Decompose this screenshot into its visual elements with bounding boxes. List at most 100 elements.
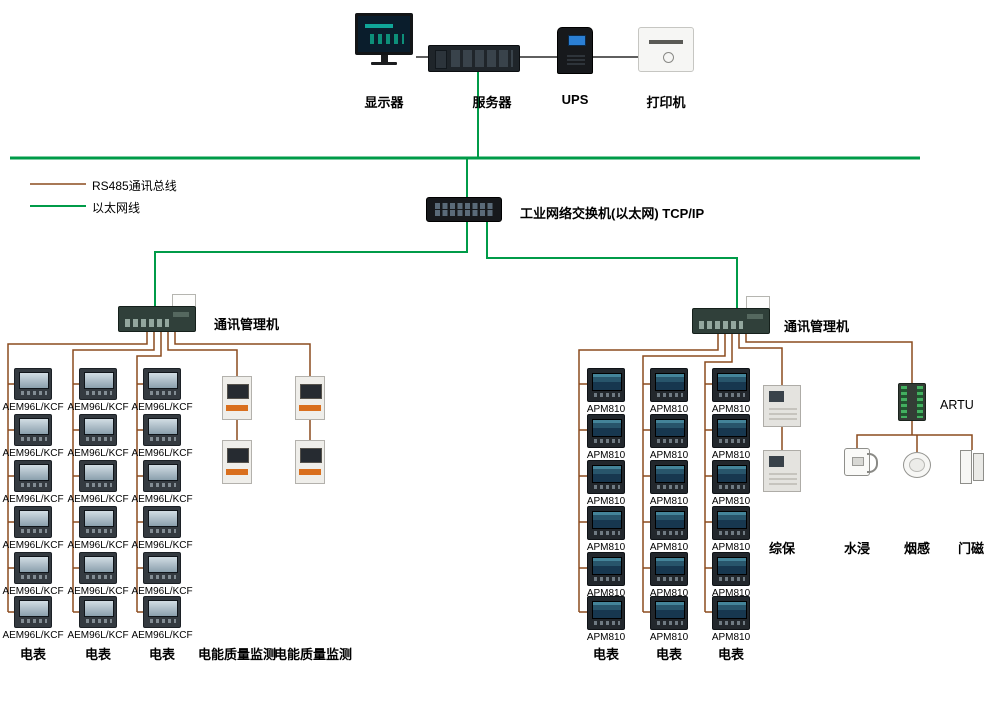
meter-apm810: APM810 — [576, 596, 636, 644]
meter-aem96l: AEM96L/KCF — [2, 596, 64, 642]
apm-meter-icon — [587, 506, 625, 540]
apm-meter-icon — [650, 552, 688, 586]
apm-meter-icon — [650, 460, 688, 494]
protection-relay-icon — [763, 450, 801, 492]
meter-apm810: APM810 — [639, 596, 699, 644]
aem-meter-icon — [14, 460, 52, 492]
meter-aem96l: AEM96L/KCF — [131, 506, 193, 552]
door-magnet-device — [942, 450, 1000, 484]
meter-apm810: APM810 — [639, 414, 699, 462]
comm-manager-left-label: 通讯管理机 — [214, 317, 280, 332]
apm-meter-icon — [650, 596, 688, 630]
meter-apm810: APM810 — [639, 368, 699, 416]
rs485-right-taps — [579, 383, 712, 613]
apm-meter-icon — [712, 368, 750, 402]
right-meters-group-label: 电表 — [655, 647, 683, 662]
right-meters-group-label: 电表 — [717, 647, 745, 662]
meter-aem96l: AEM96L/KCF — [2, 506, 64, 552]
aem-meter-icon — [14, 596, 52, 628]
meter-apm810: APM810 — [701, 552, 761, 600]
apm-meter-icon — [587, 460, 625, 494]
pq-monitor-device — [280, 376, 340, 420]
pq-monitor-icon — [222, 440, 252, 484]
meter-apm810: APM810 — [701, 596, 761, 644]
meter-aem96l: AEM96L/KCF — [67, 368, 129, 414]
industrial-switch-device — [426, 197, 502, 222]
comm-manager-right-label: 通讯管理机 — [784, 319, 850, 334]
meter-aem96l: AEM96L/KCF — [2, 460, 64, 506]
left-meters-group-label: 电表 — [148, 647, 176, 662]
smoke-detector-icon — [903, 452, 931, 478]
meter-apm810: APM810 — [576, 506, 636, 554]
rs485-wires — [7, 183, 973, 613]
meter-apm810: APM810 — [576, 368, 636, 416]
switch-label: 工业网络交换机(以太网) TCP/IP — [520, 206, 705, 221]
rs485-right-trunks — [578, 334, 913, 612]
meter-apm810: APM810 — [576, 552, 636, 600]
monitor-screen-icon — [355, 13, 413, 55]
water-sensor-icon — [844, 448, 878, 476]
artu-label: ARTU — [940, 398, 974, 412]
pq-group-label: 电能质量监测 — [273, 647, 353, 662]
pq-monitor-device — [207, 376, 267, 420]
apm-meter-icon — [587, 596, 625, 630]
meter-apm810: APM810 — [639, 552, 699, 600]
protection-group-label: 综保 — [768, 541, 796, 556]
pq-monitor-icon — [295, 440, 325, 484]
meter-aem96l: AEM96L/KCF — [67, 460, 129, 506]
meter-apm810: APM810 — [639, 460, 699, 508]
door-magnet-icon — [959, 450, 985, 484]
ups-label: UPS — [561, 92, 589, 107]
aem-meter-icon — [14, 368, 52, 400]
meter-apm810: APM810 — [701, 414, 761, 462]
meter-apm810: APM810 — [701, 506, 761, 554]
protection-relay-icon — [763, 385, 801, 427]
smoke-detector-label: 烟感 — [903, 541, 931, 556]
meter-aem96l: AEM96L/KCF — [2, 414, 64, 460]
rs485-sensor-links — [856, 421, 973, 452]
ethernet-wires — [10, 72, 920, 308]
aem-meter-icon — [79, 460, 117, 492]
meter-aem96l: AEM96L/KCF — [131, 414, 193, 460]
aem-meter-icon — [143, 460, 181, 492]
meter-apm810: APM810 — [701, 460, 761, 508]
pq-monitor-device — [207, 440, 267, 484]
pq-monitor-device — [280, 440, 340, 484]
meter-aem96l: AEM96L/KCF — [67, 552, 129, 598]
pq-monitor-icon — [295, 376, 325, 420]
smoke-detector-device — [887, 452, 947, 478]
server-label: 服务器 — [472, 95, 512, 110]
comm-manager-left-device — [118, 306, 196, 332]
comm-manager-right-device — [692, 308, 770, 334]
meter-aem96l: AEM96L/KCF — [67, 414, 129, 460]
meter-aem96l: AEM96L/KCF — [67, 596, 129, 642]
apm-meter-icon — [712, 596, 750, 630]
door-magnet-label: 门磁 — [957, 541, 985, 556]
apm-meter-icon — [712, 414, 750, 448]
aem-meter-icon — [79, 506, 117, 538]
meter-apm810: APM810 — [701, 368, 761, 416]
aem-meter-icon — [14, 552, 52, 584]
aem-meter-icon — [79, 596, 117, 628]
apm-meter-icon — [650, 414, 688, 448]
aem-meter-icon — [143, 368, 181, 400]
protection-relay-device — [752, 450, 812, 492]
meter-aem96l: AEM96L/KCF — [67, 506, 129, 552]
water-sensor-label: 水浸 — [843, 541, 871, 556]
printer-label: 打印机 — [646, 95, 686, 110]
meter-aem96l: AEM96L/KCF — [131, 552, 193, 598]
rs485-left-taps — [8, 383, 143, 613]
left-meters-group-label: 电表 — [19, 647, 47, 662]
artu-device — [882, 383, 942, 421]
meter-aem96l: AEM96L/KCF — [131, 460, 193, 506]
apm-meter-icon — [712, 552, 750, 586]
ethernet-branch-paths — [30, 72, 738, 308]
apm-meter-icon — [587, 552, 625, 586]
water-sensor-device — [827, 448, 887, 476]
meter-apm810: APM810 — [639, 506, 699, 554]
monitor-device — [352, 13, 416, 65]
aem-meter-icon — [14, 506, 52, 538]
apm-meter-icon — [712, 460, 750, 494]
pq-group-label: 电能质量监测 — [197, 647, 277, 662]
